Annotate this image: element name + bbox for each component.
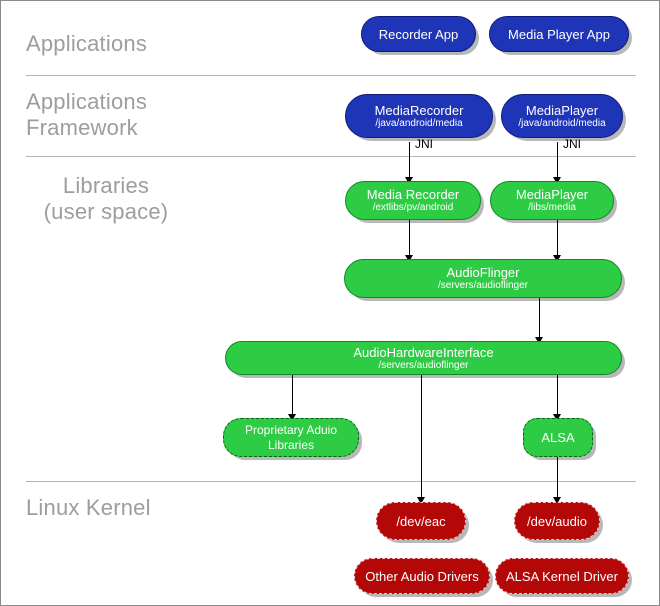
- node-title: AudioFlinger: [446, 265, 520, 280]
- arrowhead-ahi-to-dev-eac: [417, 497, 425, 504]
- node-audioflinger[interactable]: AudioFlinger /servers/audioflinger: [344, 259, 622, 298]
- node-subtitle: /extlibs/pv/android: [372, 202, 454, 213]
- divider-applications: [26, 75, 636, 76]
- node-dev-eac[interactable]: /dev/eac: [376, 502, 466, 540]
- node-title: /dev/audio: [527, 513, 587, 529]
- arrowhead-alsa-to-dev-audio: [553, 497, 561, 504]
- node-subtitle: /servers/audioflinger: [378, 359, 469, 371]
- connector-label-jni-left: JNI: [415, 137, 433, 151]
- node-other-audio-drivers[interactable]: Other Audio Drivers: [354, 558, 490, 594]
- node-title: Media Player App: [508, 26, 610, 42]
- node-subtitle: /libs/media: [528, 202, 576, 213]
- node-audiohardwareinterface[interactable]: AudioHardwareInterface /servers/audiofli…: [225, 341, 622, 375]
- node-title: ALSA Kernel Driver: [506, 568, 618, 584]
- connector-audioflinger-to-audiohardwareinterface: [539, 298, 540, 342]
- node-media-recorder-lib[interactable]: Media Recorder /extlibs/pv/android: [345, 181, 481, 220]
- layer-label-applications: Applications: [26, 31, 148, 56]
- connector-ahi-to-alsa: [557, 375, 558, 419]
- node-title: Proprietary Aduio Libraries: [244, 422, 338, 452]
- layer-label-applications-framework: Applications Framework: [26, 89, 148, 140]
- node-title: Other Audio Drivers: [365, 568, 479, 584]
- arrowhead-ahi-to-alsa: [553, 414, 561, 421]
- node-title: /dev/eac: [396, 513, 446, 529]
- connector-mediarecorder-jni: [409, 142, 410, 181]
- layer-label-libraries: Libraries (user space): [43, 173, 169, 224]
- node-alsa[interactable]: ALSA: [523, 418, 593, 457]
- connector-mediaplayer-to-audioflinger: [557, 220, 558, 260]
- connector-ahi-to-proprietary-libs: [292, 375, 293, 419]
- node-media-player-app[interactable]: Media Player App: [489, 16, 629, 52]
- node-dev-audio[interactable]: /dev/audio: [514, 502, 600, 540]
- connector-mediarecorder-to-audioflinger: [409, 220, 410, 260]
- node-mediaplayer-framework[interactable]: MediaPlayer /java/android/media: [501, 94, 623, 138]
- node-title: ALSA: [541, 430, 575, 445]
- divider-framework: [26, 156, 636, 157]
- node-recorder-app[interactable]: Recorder App: [361, 16, 476, 52]
- node-mediaplayer-lib[interactable]: MediaPlayer /libs/media: [490, 181, 614, 220]
- node-alsa-kernel-driver[interactable]: ALSA Kernel Driver: [495, 558, 629, 594]
- layer-label-linux-kernel: Linux Kernel: [26, 495, 151, 520]
- connector-mediaplayer-jni: [557, 142, 558, 181]
- node-subtitle: /java/android/media: [518, 117, 606, 129]
- node-title: AudioHardwareInterface: [353, 344, 494, 360]
- node-subtitle: /servers/audioflinger: [437, 280, 529, 291]
- node-mediarecorder-framework[interactable]: MediaRecorder /java/android/media: [345, 94, 493, 138]
- connector-label-jni-right: JNI: [563, 137, 581, 151]
- arrowhead-ahi-to-proprietary-libs: [288, 414, 296, 421]
- node-title: Media Recorder: [366, 187, 460, 202]
- node-title: Recorder App: [378, 26, 459, 42]
- node-proprietary-audio-libraries[interactable]: Proprietary Aduio Libraries: [223, 418, 359, 457]
- node-title: MediaPlayer: [525, 102, 599, 118]
- connector-ahi-to-dev-eac: [421, 375, 422, 502]
- node-subtitle: /java/android/media: [375, 117, 463, 129]
- divider-libraries: [26, 481, 636, 482]
- node-title: MediaRecorder: [374, 102, 464, 118]
- connector-alsa-to-dev-audio: [557, 457, 558, 502]
- node-title: MediaPlayer: [515, 187, 589, 202]
